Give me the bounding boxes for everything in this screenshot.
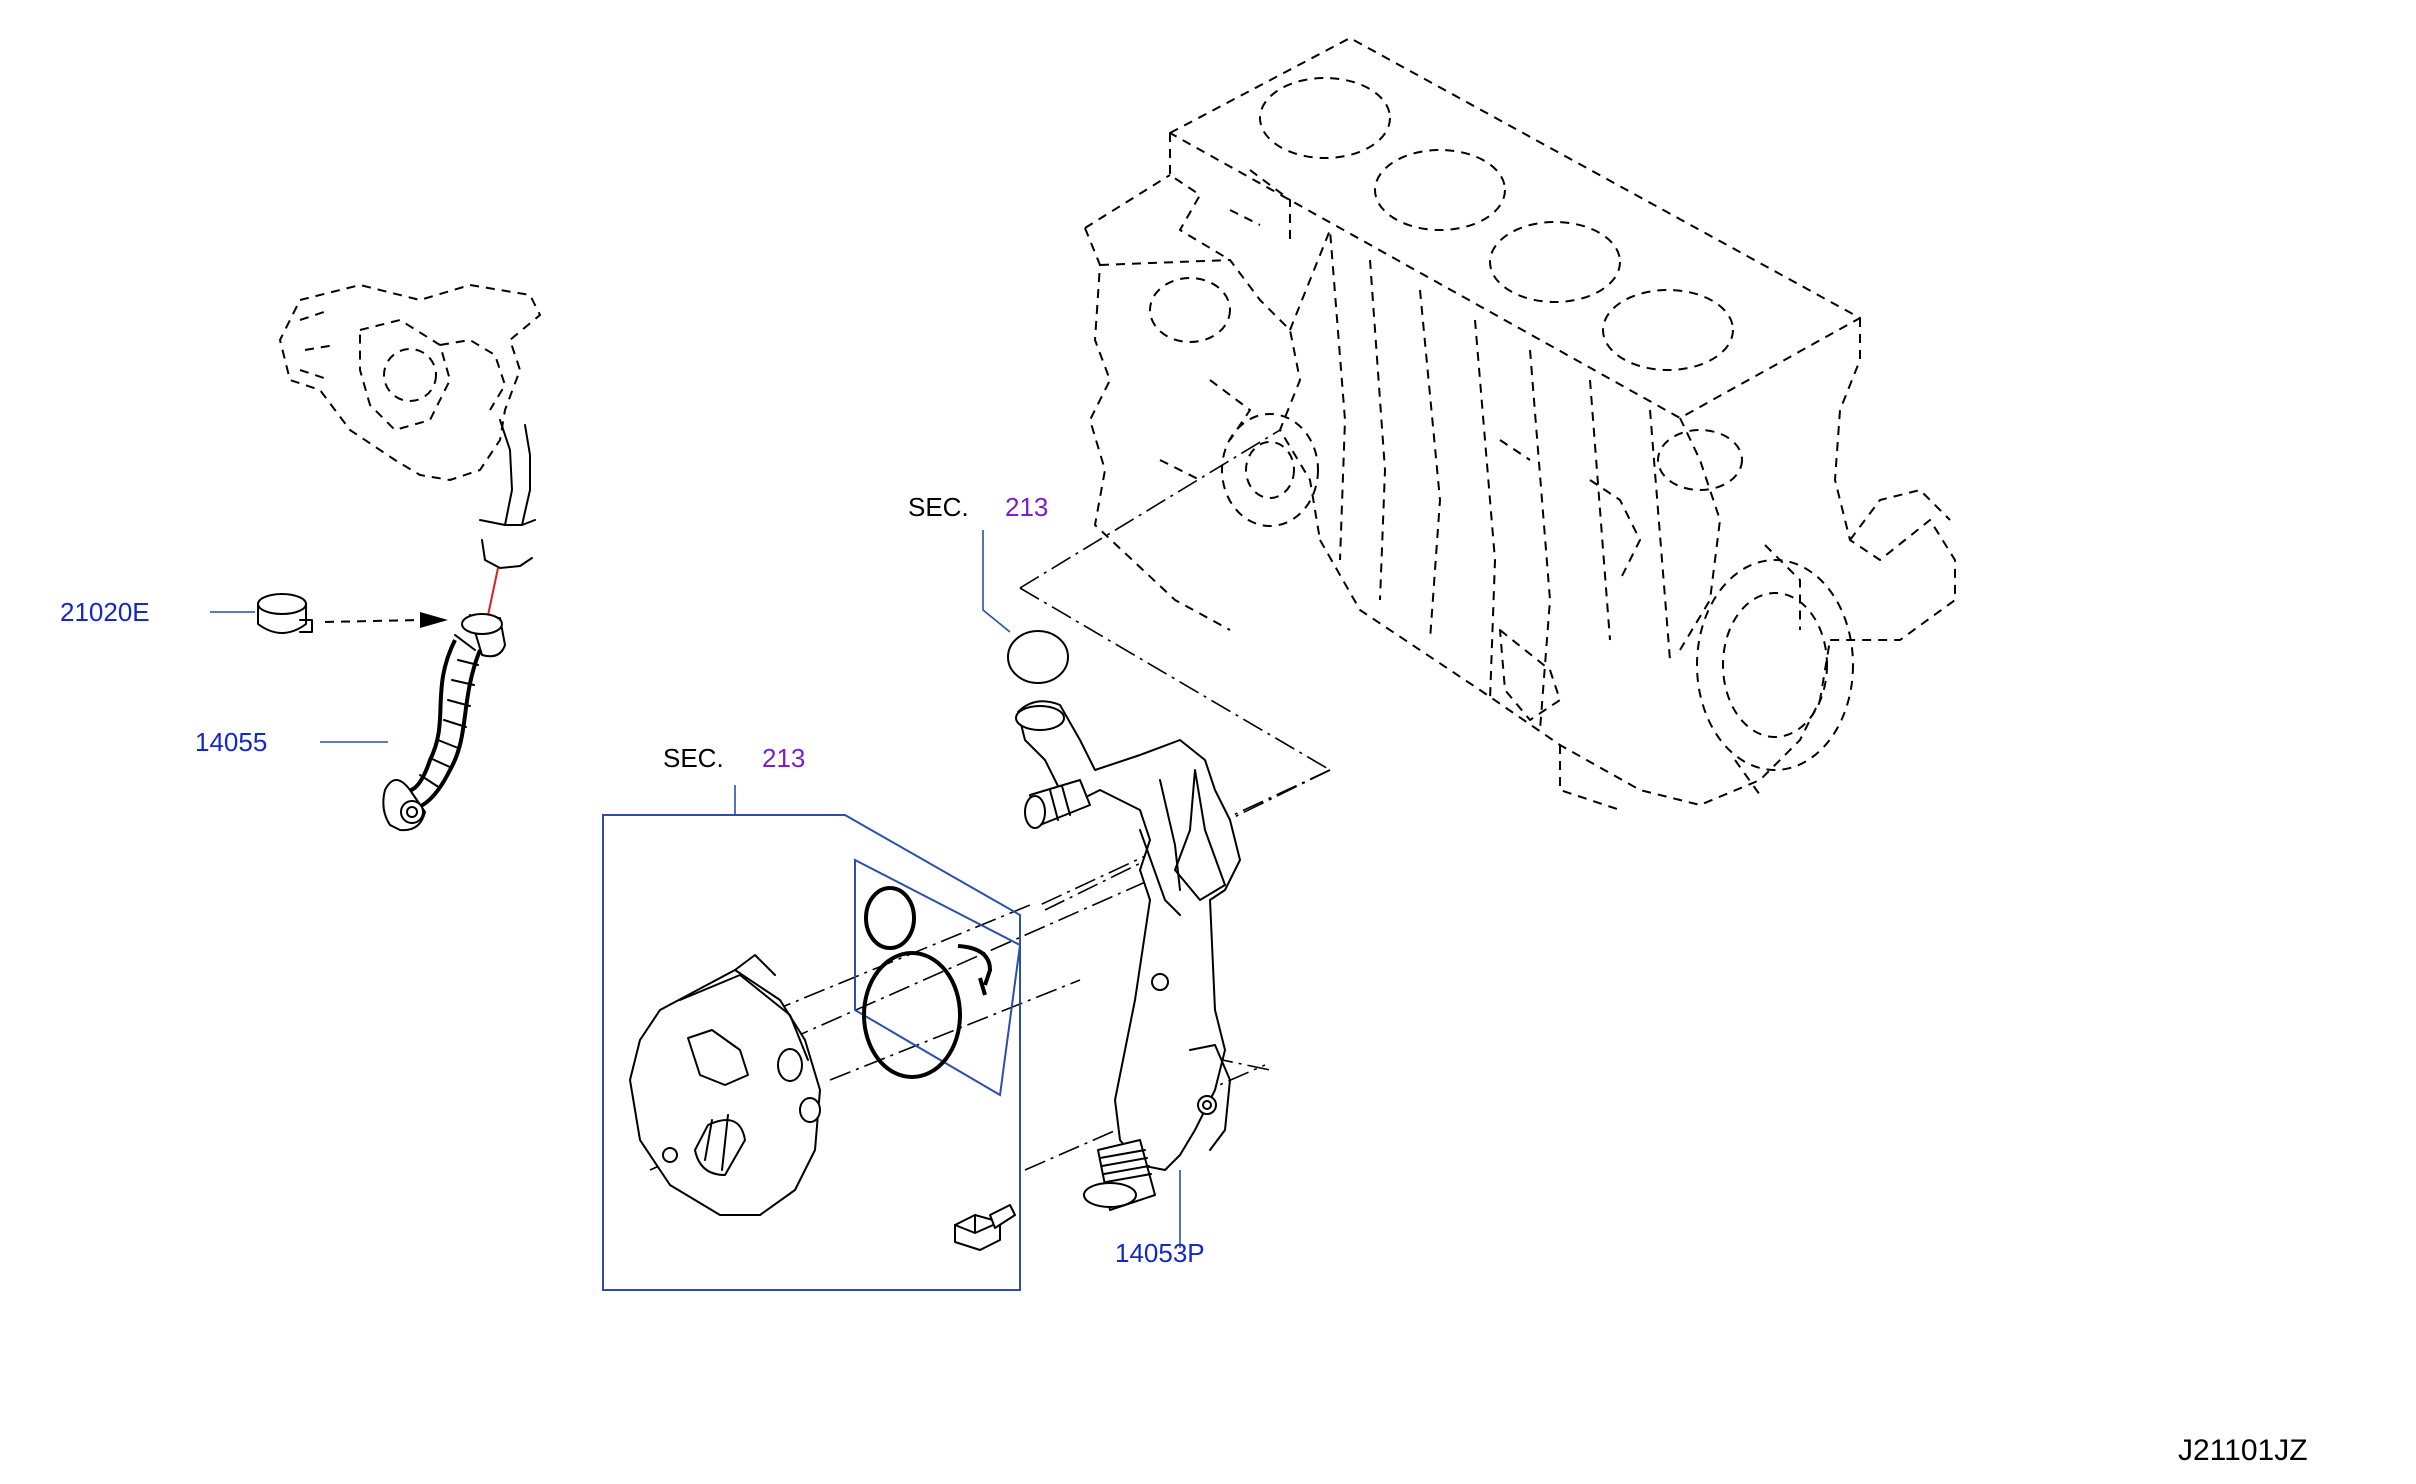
o-ring-upper-drawing (1007, 630, 1069, 684)
hose-clamp-drawing (257, 593, 448, 634)
oil-cooler-pipe-drawing (1015, 700, 1241, 1211)
bolt-drawing (954, 1204, 1016, 1251)
section-ref-prefix-upper: SEC. (908, 492, 969, 522)
connector-line (486, 567, 499, 621)
oil-hose-drawing (382, 613, 506, 832)
part-number-oil-cooler-pipe[interactable]: 14053P (1115, 1238, 1205, 1268)
section-ref-number-upper[interactable]: 213 (1005, 492, 1048, 522)
diagram-code: J21101JZ (2178, 1434, 2308, 1467)
leader-lines (210, 530, 1181, 1248)
oil-cooler-group (602, 814, 1022, 1291)
section-ref-prefix-lower: SEC. (663, 743, 724, 773)
part-number-clamp[interactable]: 21020E (60, 597, 150, 627)
turbocharger-drawing (279, 284, 541, 569)
part-number-hose[interactable]: 14055 (195, 727, 267, 757)
engine-block-drawing (1084, 37, 1956, 811)
section-ref-number-lower[interactable]: 213 (762, 743, 805, 773)
